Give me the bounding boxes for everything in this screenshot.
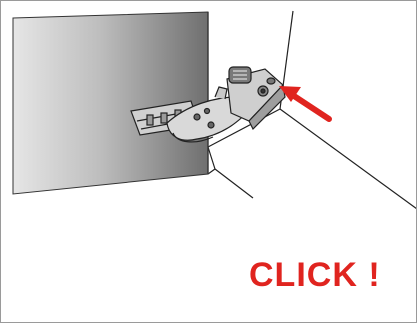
mounting-plate-icon <box>226 66 286 131</box>
click-caption: CLICK ! <box>249 256 381 294</box>
arrow-icon <box>279 86 332 122</box>
cabinet-door-icon <box>12 11 209 195</box>
